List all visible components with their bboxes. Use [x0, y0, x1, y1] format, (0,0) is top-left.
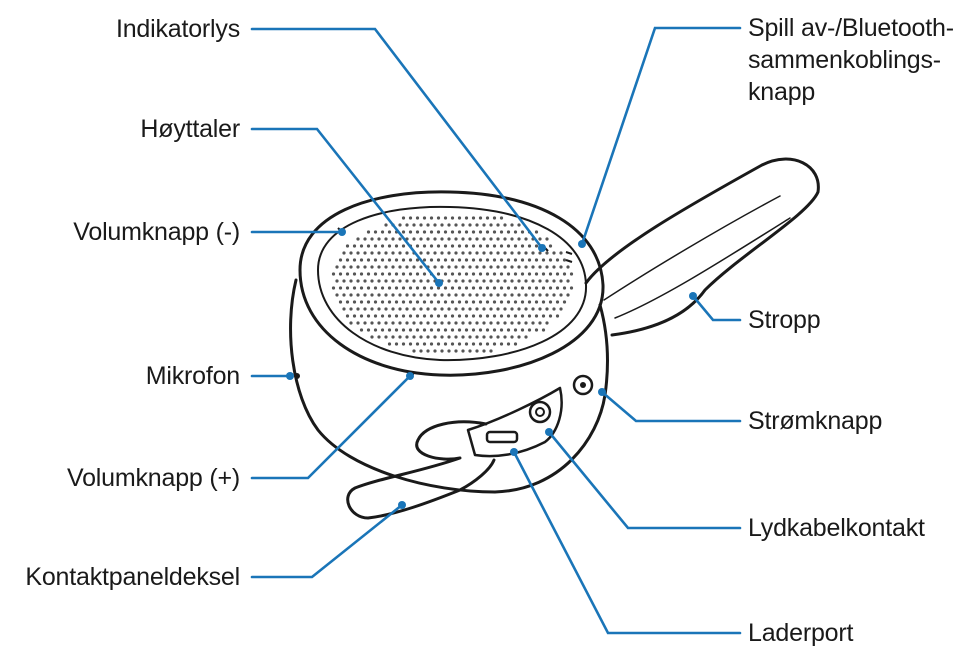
audio-jack-port: [528, 400, 552, 424]
bt-mark-1: [565, 251, 573, 255]
leader-strap: [691, 294, 742, 322]
label-strap: Stropp: [748, 306, 821, 334]
audio-jack-inner: [535, 407, 545, 417]
power-button-dot: [580, 382, 586, 388]
charger-port-slot: [485, 430, 519, 444]
power-button: [572, 374, 594, 396]
label-play-bt-line3: knapp: [748, 78, 816, 106]
strap-front: [346, 420, 496, 520]
speaker-top-rim: [298, 190, 605, 377]
leader-power: [600, 390, 742, 423]
label-speaker: Høyttaler: [140, 115, 240, 143]
bt-mark-2: [565, 259, 573, 263]
leader-lines: [250, 26, 742, 635]
strap-rear-inner: [603, 195, 781, 301]
speaker-body: [289, 278, 609, 494]
label-volume-down: Volumknapp (-): [73, 218, 240, 246]
strap-rear: [584, 157, 820, 337]
label-indicator-light: Indikatorlys: [115, 15, 240, 43]
label-play-bluetooth-button: Spill av-/Bluetooth- sammenkoblings- kna…: [748, 12, 976, 108]
label-play-bt-line2: sammenkoblings-: [748, 46, 941, 74]
speaker-illustration: [289, 157, 820, 520]
leader-speaker: [250, 127, 441, 285]
label-power-key: Strømknapp: [748, 407, 883, 435]
leader-audio-jack: [547, 430, 742, 530]
strap-rear-inner2: [614, 217, 791, 319]
microphone-hole: [294, 373, 300, 379]
leader-charger: [512, 450, 742, 635]
leader-endpoints: [286, 228, 697, 509]
speaker-top-inner: [317, 205, 588, 362]
label-microphone: Mikrofon: [145, 362, 240, 390]
label-audio-jack: Lydkabelkontakt: [748, 514, 925, 542]
control-panel: [466, 386, 563, 458]
leader-play-bt: [580, 26, 742, 246]
leader-indicator: [250, 27, 544, 250]
label-play-bt-line1: Spill av-/Bluetooth-: [748, 14, 954, 42]
label-volume-up: Volumknapp (+): [67, 464, 240, 492]
leader-connector-cover: [250, 503, 404, 579]
leader-volume-up: [250, 374, 412, 480]
speaker-grille: [331, 216, 574, 353]
label-charger-port: Laderport: [748, 619, 854, 647]
label-connector-cover: Kontaktpaneldeksel: [25, 563, 240, 591]
